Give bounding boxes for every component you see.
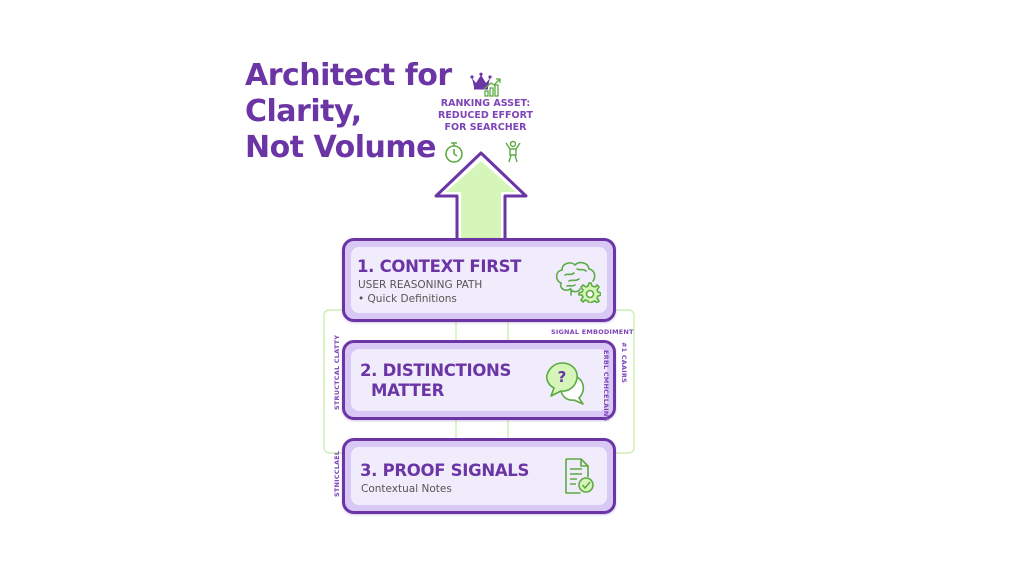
svg-text:?: ? [558, 368, 567, 386]
step-subtitle: Contextual Notes [361, 483, 452, 495]
card-inner [351, 447, 607, 505]
up-arrow-icon [434, 151, 528, 242]
step-title: 3. PROOF SIGNALS [360, 461, 530, 480]
growth-chart-icon [483, 78, 501, 97]
step-card-distinctions-matter: 2. DISTINCTIONS MATTER ? [342, 340, 616, 420]
diagram-title: Architect for Clarity, Not Volume [245, 58, 452, 166]
right-vertical-label: ERBL CMHCELAINS [602, 350, 610, 422]
title-line-2: Clarity, [245, 94, 362, 129]
step-title: 1. CONTEXT FIRST [357, 257, 522, 276]
document-check-icon [565, 458, 594, 494]
title-line-3: Not Volume [245, 130, 436, 165]
structural-clarity-label-2: STNICCLAEL [333, 450, 341, 497]
ranking-asset-label: RANKING ASSET: REDUCED EFFORT FOR SEARCH… [428, 98, 543, 134]
right-bracket [615, 309, 635, 454]
stopwatch-icon [445, 142, 463, 163]
step-bullet: • Quick Definitions [358, 293, 457, 305]
left-bracket [323, 309, 342, 454]
card-inner [351, 247, 607, 313]
crown-icon [470, 72, 492, 90]
step-card-proof-signals: 3. PROOF SIGNALS Contextual Notes [342, 438, 616, 514]
step-subtitle: USER REASONING PATH [358, 279, 483, 291]
step-card-context-first: 1. CONTEXT FIRST USER REASONING PATH • Q… [342, 238, 616, 322]
title-line-1: Architect for [245, 58, 452, 93]
question-speech-bubbles-icon: ? [545, 362, 585, 405]
step-title-line-2: MATTER [371, 381, 444, 400]
structural-clarity-label: STRUCTCAL CLATTY [333, 334, 341, 410]
ranking-asset-line-1: RANKING ASSET: [440, 98, 531, 109]
brain-gear-icon [555, 261, 601, 303]
signal-embodiment-label: SIGNAL EMBODIMENT [551, 328, 634, 336]
step-title-line-1: 2. DISTINCTIONS [360, 361, 512, 380]
ranking-asset-line-3: FOR SEARCHER [444, 122, 527, 133]
signal-embodiment-suffix-label: #1 CAAIRS [620, 342, 628, 383]
ranking-asset-line-2: REDUCED EFFORT [438, 110, 533, 121]
person-stretch-icon [505, 140, 521, 163]
